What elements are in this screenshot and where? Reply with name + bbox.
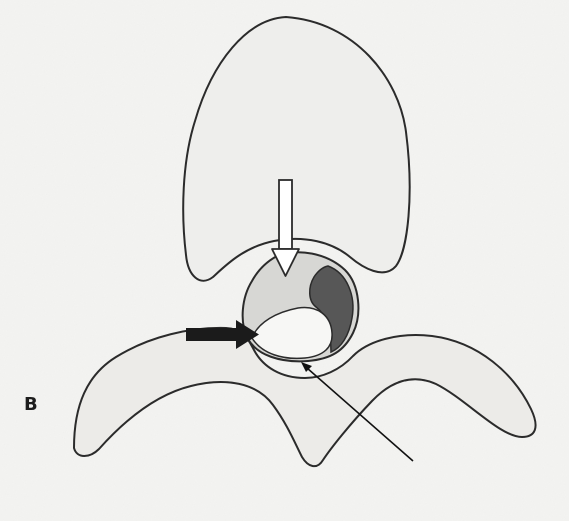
open-arrow-shaft	[279, 180, 292, 249]
solid-arrow-shaft	[186, 328, 236, 341]
panel-label: B	[24, 394, 38, 415]
